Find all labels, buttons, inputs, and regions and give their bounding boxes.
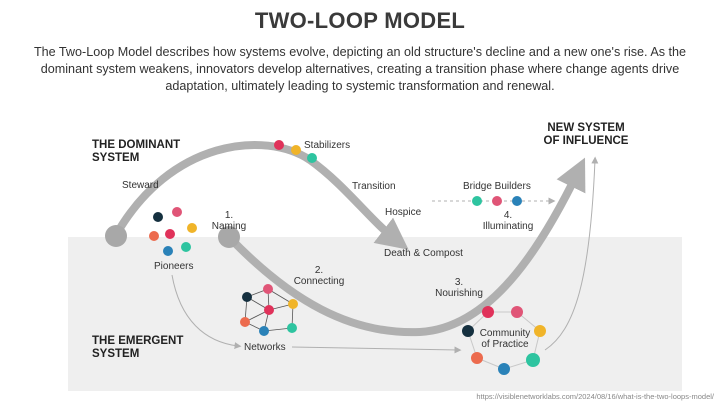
source-url: https://visiblenetworklabs.com/2024/08/1…	[476, 392, 714, 401]
pioneers-cluster	[149, 207, 197, 256]
dominant-loop-start-node	[105, 225, 127, 247]
illuminating-step-label: 4. Illuminating	[482, 210, 534, 232]
transition-label: Transition	[352, 181, 396, 192]
naming-step-label: 1. Naming	[211, 210, 247, 232]
description: The Two-Loop Model describes how systems…	[33, 45, 687, 93]
emergent-loop-arrow	[226, 157, 586, 337]
connecting-step-label: 2. Connecting	[293, 265, 345, 287]
emergent-system-area	[68, 237, 682, 391]
new-system-heading: NEW SYSTEM OF INFLUENCE	[543, 122, 629, 147]
community-of-practice-label: Community of Practice	[479, 328, 531, 350]
nourishing-step-label: 3. Nourishing	[435, 277, 483, 299]
pioneers-label: Pioneers	[154, 261, 194, 272]
hospice-label: Hospice	[385, 207, 422, 218]
networks-cluster	[240, 284, 298, 336]
emergent-system-heading: THE EMERGENT SYSTEM	[92, 335, 184, 360]
stabilizers-label: Stabilizers	[304, 140, 351, 151]
steward-label: Steward	[122, 180, 159, 191]
community-of-practice-cluster	[462, 306, 546, 375]
emergent-loop-start-node	[218, 226, 240, 248]
stabilizers-cluster	[274, 140, 317, 163]
networks-to-community-arrow	[291, 346, 462, 354]
bridge-builders-label: Bridge Builders	[463, 181, 531, 192]
pioneers-to-networks-arrow	[171, 274, 242, 350]
page-title: TWO-LOOP MODEL	[254, 8, 466, 33]
dominant-system-heading: THE DOMINANT SYSTEM	[92, 139, 181, 164]
bridge-builders-cluster	[472, 196, 522, 206]
community-to-new-system-arrow	[544, 156, 599, 351]
death-compost-label: Death & Compost	[384, 248, 463, 259]
networks-label: Networks	[244, 342, 286, 353]
